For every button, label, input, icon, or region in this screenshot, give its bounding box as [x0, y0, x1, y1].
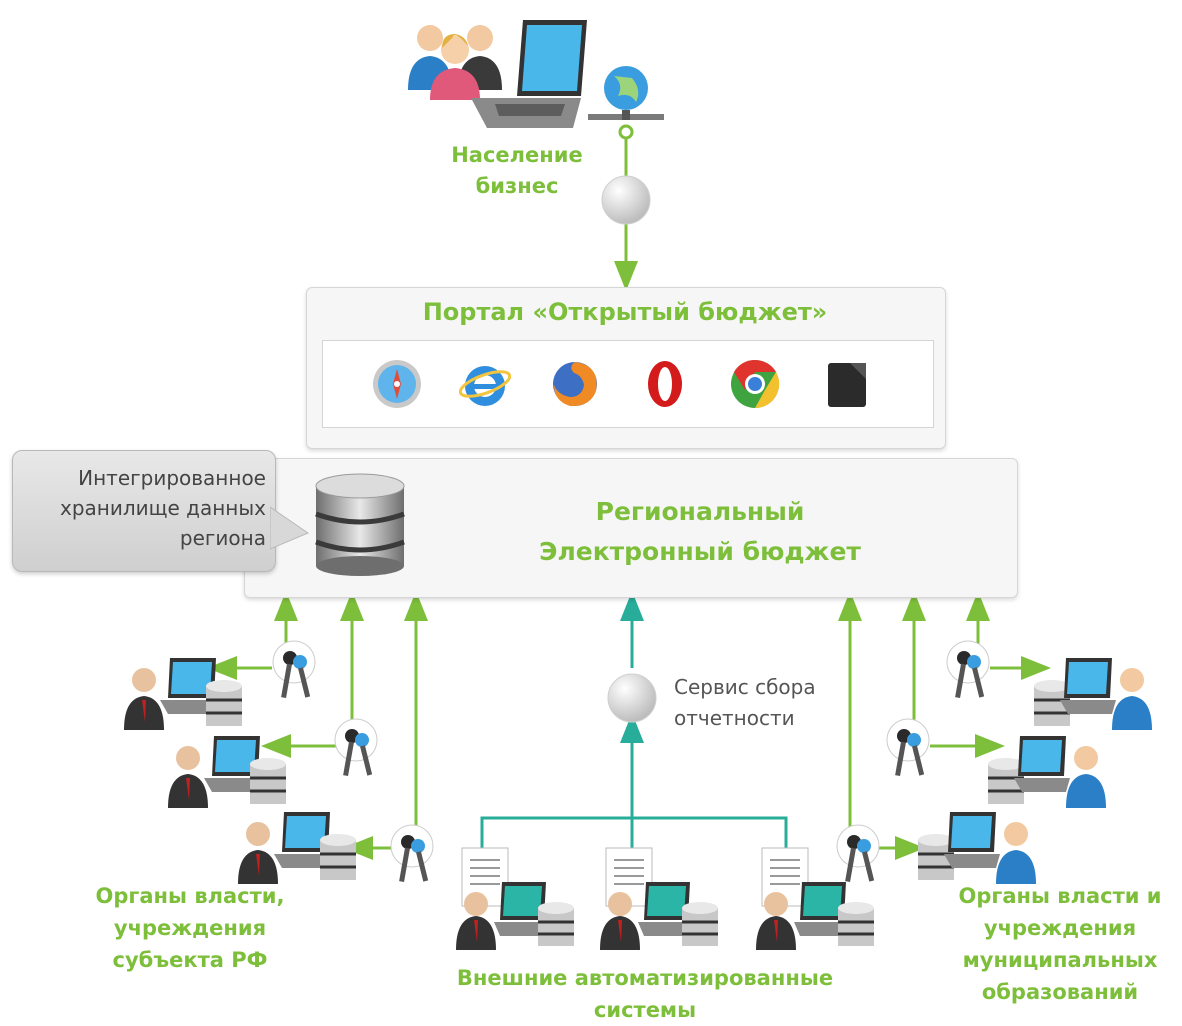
top-node-sphere [601, 175, 651, 225]
storage-callout [12, 450, 276, 572]
right-group-label: Органы власти и учреждения муниципальных… [958, 884, 1162, 1004]
key-icon [886, 718, 930, 777]
database-icon [315, 473, 405, 576]
portal-title: Портал «Открытый бюджет» [422, 298, 828, 326]
left-group-label: Органы власти, учреждения субъекта РФ [95, 884, 285, 972]
key-icon [334, 718, 378, 777]
key-icon [272, 640, 316, 699]
right-office-2-icon [988, 736, 1106, 808]
chrome-icon[interactable] [728, 357, 782, 411]
callout-pointer [270, 506, 310, 550]
center-group-label: Внешние автоматизированные системы [456, 966, 834, 1022]
tablet-icon[interactable] [820, 357, 874, 411]
external-system-2-icon [600, 847, 718, 950]
laptop-icon [471, 20, 587, 128]
left-office-2-icon [168, 736, 286, 808]
opera-icon[interactable] [638, 357, 692, 411]
external-system-3-icon [756, 847, 874, 950]
right-office-3-icon [918, 812, 1036, 884]
service-node-sphere [607, 673, 657, 723]
external-system-1-icon [456, 847, 574, 950]
key-icon [946, 640, 990, 699]
regional-budget-title: Региональный Электронный бюджет [539, 497, 861, 566]
population-label: Население бизнес [451, 143, 583, 198]
systems-bus [480, 816, 788, 850]
firefox-icon[interactable] [548, 357, 602, 411]
right-office-1-icon [1034, 658, 1152, 730]
key-icon [836, 824, 880, 883]
key-icon [390, 824, 434, 883]
left-office-3-icon [238, 812, 356, 884]
people-group-icon [408, 25, 502, 100]
globe-network-icon [588, 66, 664, 140]
internet-explorer-icon[interactable] [458, 357, 512, 411]
storage-callout-text: Интегрированное хранилище данных региона [59, 466, 266, 550]
left-office-1-icon [124, 658, 242, 730]
service-label: Сервис сбора отчетности [674, 675, 816, 730]
safari-icon[interactable] [370, 357, 424, 411]
